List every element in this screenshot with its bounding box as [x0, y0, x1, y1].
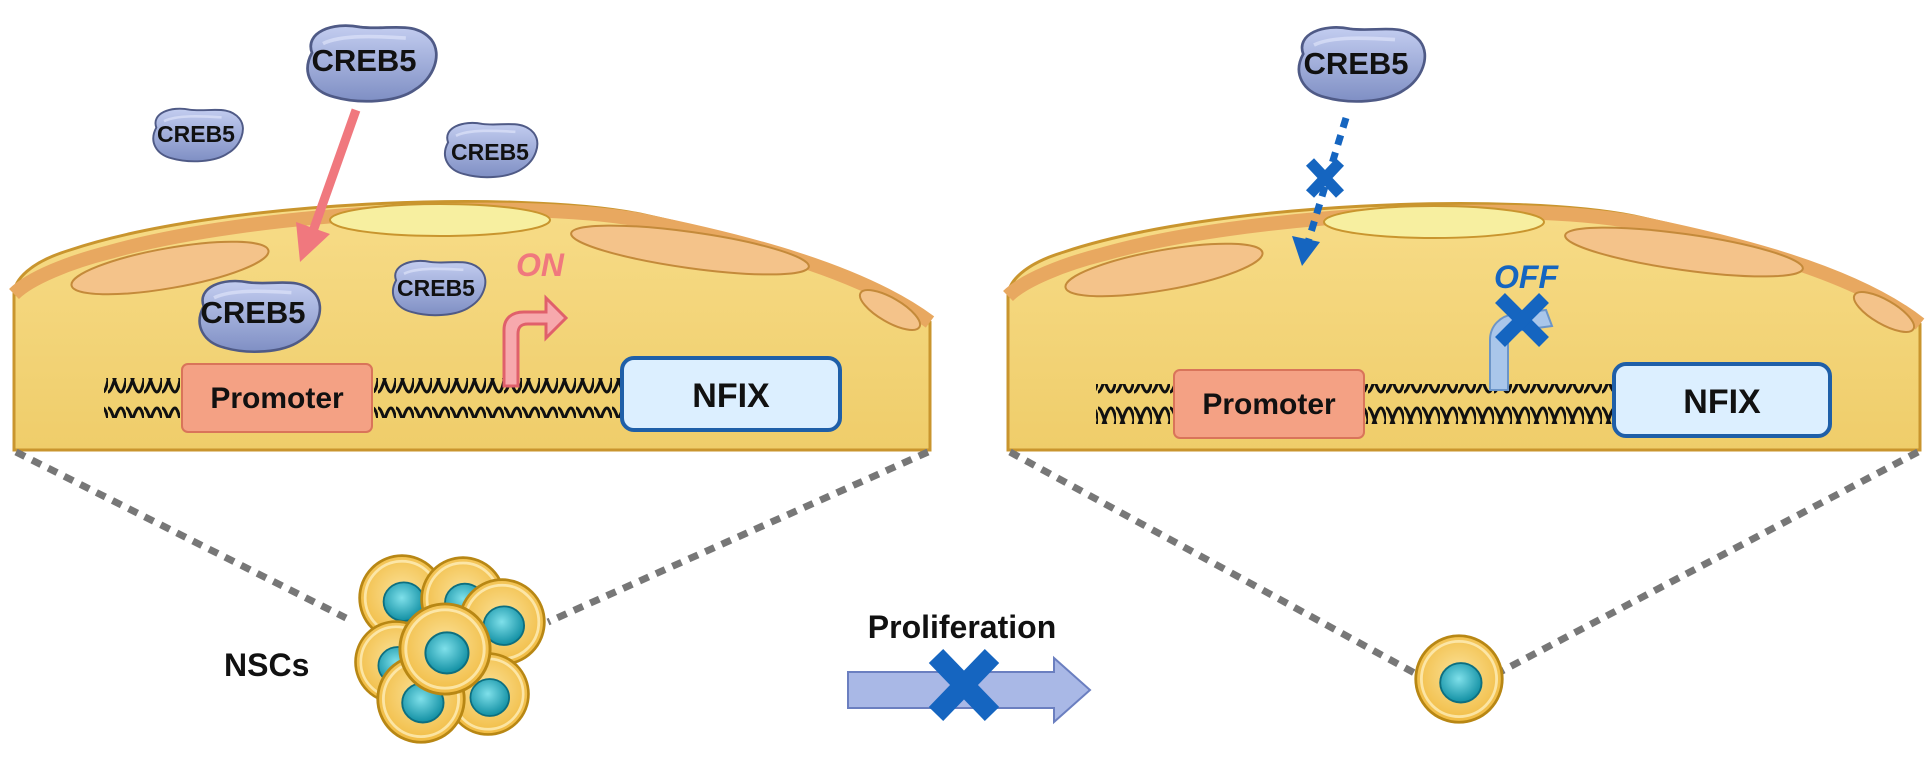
nscs-label: NSCs: [224, 647, 309, 683]
left-panel: Promoter NFIX ON CREB5 CREB5 CREB5 CREB5: [9, 26, 935, 744]
left-zoom-line-left: [14, 448, 348, 622]
right-dna-strand-1: [1096, 384, 1174, 424]
right-panel: Promoter NFIX OFF CREB5: [1003, 27, 1925, 724]
creb5-label: CREB5: [157, 121, 235, 147]
creb5-protein-small-right: CREB5: [443, 121, 539, 179]
creb5-entry-arrowhead: [296, 222, 330, 262]
left-state-label: ON: [516, 247, 565, 283]
creb5-protein-large-top: CREB5: [308, 26, 437, 102]
left-dna-strand-2: [374, 378, 624, 418]
right-promoter-label: Promoter: [1202, 388, 1336, 421]
nsc-cluster: [354, 554, 546, 744]
right-gene-box: [1612, 362, 1832, 438]
creb5-protein-right: CREB5: [1299, 27, 1425, 101]
creb5-blocked-arrow: [1304, 116, 1350, 244]
creb5-label: CREB5: [1303, 46, 1408, 81]
single-nsc-cell: [1414, 634, 1504, 724]
proliferation-indicator: Proliferation: [847, 609, 1092, 725]
left-promoter-box: [181, 363, 373, 433]
creb5-protein-small-left: CREB5: [151, 107, 245, 163]
creb5-entry-arrow: [307, 108, 361, 236]
creb5-label: CREB5: [451, 139, 529, 165]
creb5-protein-large-inside: CREB5: [200, 281, 320, 352]
creb5-blocked-arrowhead: [1292, 236, 1320, 266]
creb5-label: CREB5: [397, 275, 475, 301]
right-gene-label: NFIX: [1683, 383, 1761, 421]
transcription-block-x-icon: [1495, 293, 1549, 347]
proliferation-label: Proliferation: [868, 609, 1056, 645]
proliferation-block-x-icon: [928, 649, 1000, 721]
left-dna-strand-1: [104, 378, 180, 418]
creb5-protein-small-inside: CREB5: [391, 259, 487, 317]
right-zoom-line-left: [1008, 448, 1422, 680]
left-gene-label: NFIX: [692, 377, 770, 415]
right-state-label: OFF: [1494, 259, 1559, 295]
entry-block-x-icon: [1305, 158, 1345, 198]
left-promoter-label: Promoter: [210, 382, 344, 415]
left-zoom-line-right: [546, 448, 930, 626]
creb5-label: CREB5: [311, 43, 416, 78]
creb5-label: CREB5: [200, 295, 305, 330]
left-gene-box: [620, 356, 842, 432]
right-zoom-line-right: [1498, 448, 1920, 676]
transcription-on-arrow: [502, 294, 569, 388]
right-promoter-box: [1173, 369, 1365, 439]
